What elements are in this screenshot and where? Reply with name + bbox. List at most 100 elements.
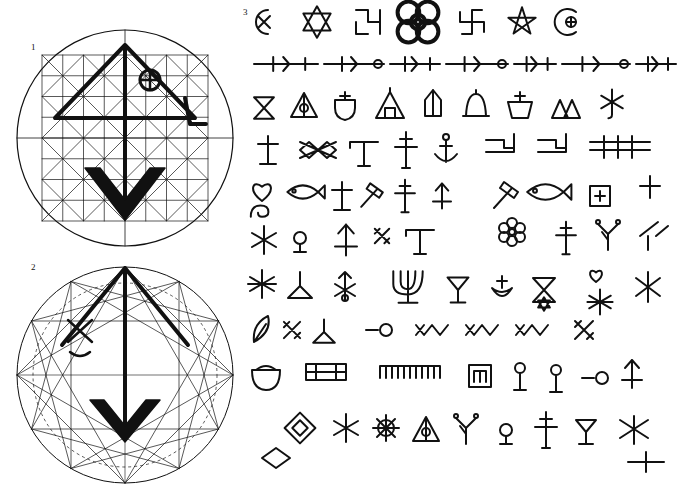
symbol-glyph — [373, 415, 399, 441]
symbol-glyph — [508, 92, 532, 118]
symbol-glyph — [335, 272, 355, 301]
symbol-stroke — [361, 183, 383, 206]
label-holder: 3 — [242, 1, 249, 19]
figure-number: 3 — [242, 7, 249, 17]
symbol-stroke — [448, 277, 469, 302]
symbol-glyph — [395, 180, 415, 212]
symbol-circle — [292, 189, 295, 192]
label-holder: 2 — [30, 256, 37, 274]
symbol-glyph — [251, 206, 269, 217]
symbol-stroke — [456, 418, 476, 444]
symbol-glyph — [448, 277, 469, 302]
symbol-stroke — [433, 183, 451, 208]
symbol-glyph — [356, 10, 380, 34]
symbol-stroke — [636, 272, 660, 302]
symbol-stroke — [500, 436, 512, 444]
arrow-tick — [341, 57, 343, 71]
symbol-circle — [417, 21, 439, 43]
symbol-circle — [294, 232, 306, 244]
symbol-glyph — [284, 322, 300, 338]
symbol-circle — [378, 420, 394, 436]
symbol-glyph — [500, 424, 512, 444]
symbol-stroke — [373, 415, 399, 441]
house-mark — [68, 320, 92, 356]
symbol-stroke — [538, 134, 566, 152]
symbol-stroke — [300, 142, 336, 158]
arrow-ring — [374, 60, 382, 68]
symbol-glyph — [252, 366, 280, 390]
symbol-glyph — [538, 134, 566, 152]
symbol-glyph — [380, 366, 440, 378]
arrow-tick — [429, 58, 431, 70]
symbol-stroke — [306, 364, 346, 380]
symbol-stroke — [576, 420, 596, 444]
symbol-stroke — [590, 186, 610, 206]
symbol-glyph — [300, 142, 336, 158]
symbol-circle — [300, 104, 308, 112]
symbol-stroke — [460, 10, 484, 34]
symbol-stroke — [376, 88, 404, 118]
symbol-stroke — [601, 89, 623, 118]
symbol-circle — [499, 223, 509, 233]
symbol-glyph — [294, 232, 306, 252]
arrow-head — [474, 57, 480, 71]
symbol-stroke — [538, 297, 550, 311]
house-mark — [140, 70, 160, 90]
arrow-tick — [547, 58, 549, 70]
arrow-tick — [404, 57, 406, 71]
symbol-glyph — [256, 10, 270, 34]
construction-axis — [17, 30, 233, 246]
symbol-glyph — [416, 325, 448, 335]
symbol-glyph — [335, 225, 357, 256]
arrow-tick — [464, 57, 466, 71]
symbol-glyph — [454, 414, 478, 444]
symbol-stroke — [590, 271, 602, 282]
symbol-circle — [596, 372, 608, 384]
house-mark-chevron — [90, 400, 160, 442]
symbol-stroke — [466, 325, 498, 335]
symbol-glyph — [306, 364, 346, 380]
symbol-glyph — [494, 182, 518, 208]
symbol-stroke — [332, 182, 352, 210]
symbol-glyph — [466, 325, 498, 335]
figure-number: 1 — [30, 42, 37, 52]
symbol-stroke — [251, 206, 269, 217]
symbol-stroke — [640, 222, 668, 250]
symbol-stroke — [622, 360, 642, 388]
symbol-stroke — [253, 184, 271, 201]
symbol-glyph — [508, 7, 535, 33]
symbol-glyph — [254, 316, 269, 342]
symbol-glyph — [469, 365, 491, 387]
symbol-stroke — [535, 412, 557, 448]
arrow-tick — [272, 57, 274, 71]
construction-circle — [17, 267, 233, 483]
symbol-circle — [533, 189, 537, 193]
arrow-row — [254, 57, 676, 71]
symbol-stroke — [640, 176, 660, 198]
symbol-stroke — [284, 322, 300, 338]
symbol-glyph — [350, 142, 378, 166]
arrow-head — [351, 57, 357, 71]
construction-figure — [17, 267, 233, 483]
symbol-stroke — [598, 224, 618, 250]
symbol-stroke — [620, 416, 648, 444]
arrow-head — [412, 57, 418, 71]
symbol-glyph — [332, 182, 352, 210]
symbol-glyph — [552, 100, 580, 118]
symbol-stroke — [252, 226, 276, 254]
symbol-glyph — [376, 88, 404, 118]
symbol-glyph — [622, 360, 642, 388]
symbol-stroke — [366, 329, 378, 331]
symbol-stroke — [313, 319, 335, 342]
symbol-glyph — [550, 365, 562, 392]
symbol-stroke — [469, 365, 491, 387]
arrow-head — [652, 57, 658, 71]
symbol-stroke — [334, 414, 358, 442]
symbol-glyph — [366, 324, 392, 336]
symbol-stroke — [350, 142, 378, 166]
symbol-stroke — [556, 222, 576, 254]
symbol-circle — [411, 15, 425, 29]
symbol-glyph — [393, 271, 422, 303]
symbol-stroke — [303, 6, 330, 38]
